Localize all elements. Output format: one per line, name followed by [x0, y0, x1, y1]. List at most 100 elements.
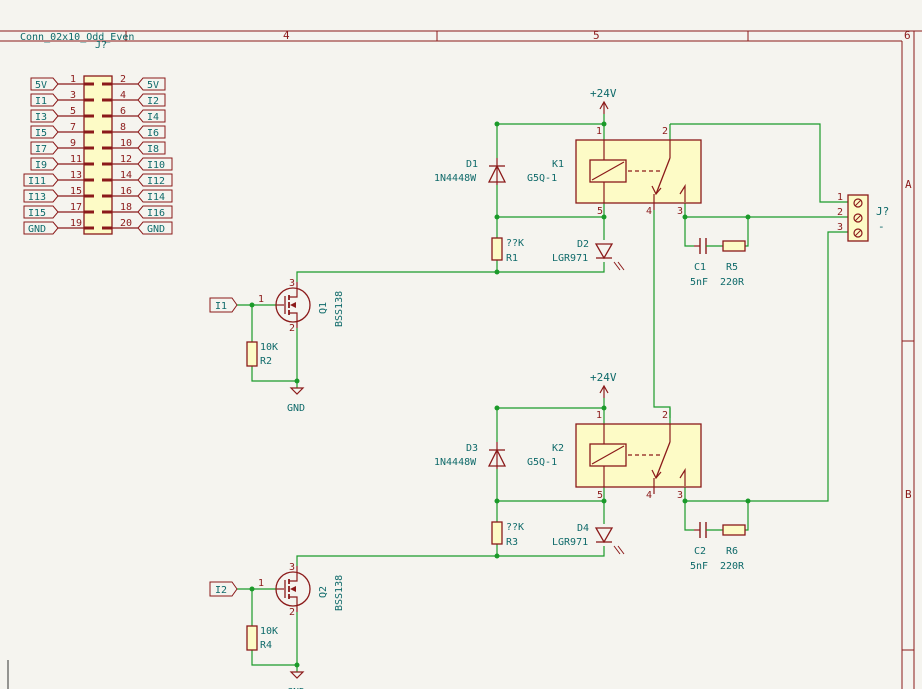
diode-value: 1N4448W	[434, 173, 477, 184]
led-value: LGR971	[552, 537, 588, 548]
connector-pin-number: 6	[120, 106, 126, 117]
mosfet-ref: Q1	[318, 302, 329, 314]
connector-pin-number: 15	[70, 186, 82, 197]
frame-row-b: B	[905, 488, 912, 501]
connector-pin-number: 17	[70, 202, 82, 213]
relay-pin-4: 4	[646, 490, 652, 501]
connector-pin-number: 11	[70, 154, 82, 165]
output-wiring	[653, 123, 848, 504]
resistor-icon	[491, 237, 503, 261]
relay-pin-5: 5	[597, 490, 603, 501]
cap-value: 5nF	[690, 561, 708, 572]
relay-pin-3: 3	[677, 206, 683, 217]
ground-icon	[289, 671, 305, 679]
connector-pin-number: 12	[120, 154, 132, 165]
mosfet-icon	[275, 571, 311, 607]
connector-net-right: I2	[147, 96, 159, 107]
input-flag-icon	[209, 297, 238, 313]
connector-body	[83, 75, 113, 235]
screw-terminal[interactable]: 1 2 3 J? -	[837, 192, 889, 242]
connector-ref: J?	[95, 40, 107, 51]
connector-net-right: I4	[147, 112, 159, 123]
connector-pin-number: 13	[70, 170, 82, 181]
power-label-24v: +24V	[590, 371, 617, 384]
sheet-frame: 4 5 6 A B	[0, 29, 922, 689]
connector-net-left: 5V	[35, 80, 47, 91]
mosfet-pin-drain: 3	[289, 278, 295, 289]
led-ref: D2	[577, 239, 589, 250]
terminal-pin-3: 3	[837, 222, 843, 233]
pulldown-value: 10K	[260, 342, 278, 353]
connector-net-left: I5	[35, 128, 47, 139]
connector-pin-number: 7	[70, 122, 76, 133]
frame-col-6: 6	[904, 29, 911, 42]
relay-pin-2: 2	[662, 410, 668, 421]
connector-net-left: I11	[28, 176, 46, 187]
cap-ref: C2	[694, 546, 706, 557]
connector-pin-number: 1	[70, 74, 76, 85]
snubber-resistor-icon	[722, 524, 746, 536]
connector-net-left: I15	[28, 208, 46, 219]
led-ref: D4	[577, 523, 589, 534]
connector-net-left: I7	[35, 144, 47, 155]
input-net-label: I1	[215, 301, 227, 312]
relay-pin-1: 1	[596, 410, 602, 421]
diode-ref: D1	[466, 159, 478, 170]
connector-net-right: I6	[147, 128, 159, 139]
relay-value: G5Q-1	[527, 457, 557, 468]
connector-pin-number: 10	[120, 138, 132, 149]
ground-label: GND	[287, 403, 305, 414]
connector-net-right: I10	[147, 160, 165, 171]
mosfet-icon	[275, 287, 311, 323]
relay-switch-icon	[655, 441, 671, 479]
connector-2x10[interactable]: Conn_02x10_Odd_Even J? 5V15V2I13I24I35I4…	[20, 32, 173, 235]
led-icon	[594, 527, 614, 544]
pulldown-resistor-icon	[246, 625, 258, 651]
connector-net-left: I3	[35, 112, 47, 123]
frame-row-a: A	[905, 178, 912, 191]
relay-switch-icon	[655, 157, 671, 195]
mosfet-pin-source: 2	[289, 323, 295, 334]
cap-value: 5nF	[690, 277, 708, 288]
connector-net-right: 5V	[147, 80, 159, 91]
relay-value: G5Q-1	[527, 173, 557, 184]
power-arrow-icon	[599, 100, 609, 110]
mosfet-value: BSS138	[334, 575, 345, 611]
mosfet-value: BSS138	[334, 291, 345, 327]
ground-icon	[289, 387, 305, 395]
relay-coil-icon	[589, 159, 627, 183]
relay-pin-3: 3	[677, 490, 683, 501]
relay-ref: K2	[552, 443, 564, 454]
connector-pin-number: 19	[70, 218, 82, 229]
snubber-value: 220R	[720, 277, 745, 288]
resistor-value: ??K	[506, 522, 524, 533]
pulldown-ref: R4	[260, 640, 272, 651]
relay-pin-1: 1	[596, 126, 602, 137]
connector-pin-number: 20	[120, 218, 132, 229]
led-icon	[594, 243, 614, 260]
connector-pin-number: 4	[120, 90, 126, 101]
terminal-ref: J?	[876, 205, 889, 218]
connector-pin-number: 5	[70, 106, 76, 117]
resistor-ref: R3	[506, 537, 518, 548]
snubber-value: 220R	[720, 561, 745, 572]
connector-pin-number: 9	[70, 138, 76, 149]
frame-col-5: 5	[593, 29, 600, 42]
diode-value: 1N4448W	[434, 457, 477, 468]
terminal-value: -	[878, 220, 885, 233]
connector-net-right: I16	[147, 208, 165, 219]
mosfet-pin-source: 2	[289, 607, 295, 618]
power-label-24v: +24V	[590, 87, 617, 100]
relay-pin-4: 4	[646, 206, 652, 217]
diode-ref: D3	[466, 443, 478, 454]
relay-coil-icon	[589, 443, 627, 467]
led-value: LGR971	[552, 253, 588, 264]
input-net-label: I2	[215, 585, 227, 596]
connector-net-right: GND	[147, 224, 165, 235]
pulldown-resistor-icon	[246, 341, 258, 367]
connector-pin-number: 8	[120, 122, 126, 133]
relay-pin-2: 2	[662, 126, 668, 137]
